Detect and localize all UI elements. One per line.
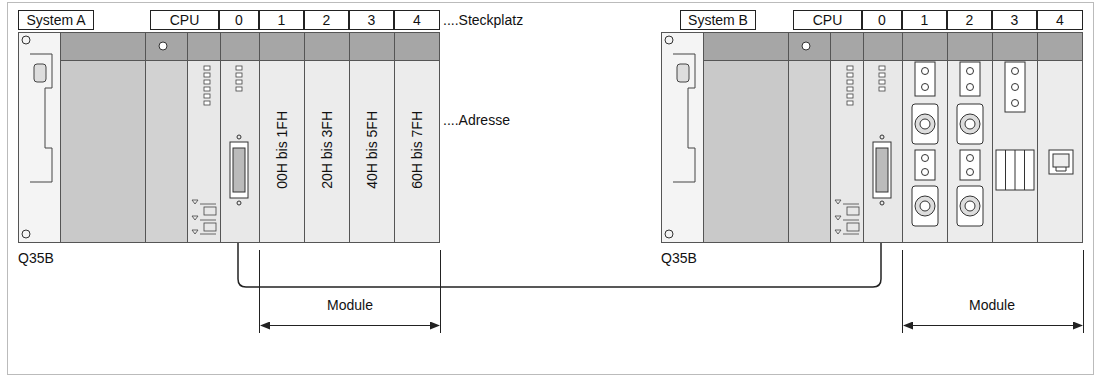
slot-header-text: 1 bbox=[278, 12, 286, 28]
slot-header-text: 1 bbox=[921, 12, 929, 28]
special-module-front bbox=[996, 62, 1034, 190]
io-module: 20H bis 3FH bbox=[304, 62, 349, 237]
system-label: System A bbox=[18, 10, 94, 30]
bracket-label: Module bbox=[969, 297, 1015, 313]
io-module-front bbox=[957, 62, 983, 226]
slot-header-text: 4 bbox=[1056, 12, 1064, 28]
address-range: 40H bis 5FH bbox=[364, 111, 380, 189]
slot-header: CPU bbox=[150, 10, 219, 30]
address-range: 60H bis 7FH bbox=[409, 111, 425, 189]
base-unit: Q35B bbox=[661, 32, 1083, 243]
slot-header: 4 bbox=[1037, 10, 1083, 30]
address-range: 00H bis 1FH bbox=[274, 111, 290, 189]
base-rack bbox=[19, 33, 440, 243]
system-label: System B bbox=[680, 10, 756, 30]
io-module: 40H bis 5FH bbox=[349, 62, 394, 237]
model-name: Q35B bbox=[18, 250, 54, 266]
slot-header-text: CPU bbox=[170, 12, 200, 28]
slot-header: 2 bbox=[304, 10, 349, 30]
base-rack bbox=[662, 33, 1083, 243]
slot-header: 3 bbox=[992, 10, 1037, 30]
slot-header-text: CPU bbox=[813, 12, 843, 28]
slot-header-text: 3 bbox=[1011, 12, 1019, 28]
slot-header-text: 3 bbox=[368, 12, 376, 28]
module-bracket bbox=[260, 250, 1084, 333]
io-module: 60H bis 7FH bbox=[394, 62, 439, 237]
slot-header: 0 bbox=[219, 10, 259, 30]
slot-header: 0 bbox=[862, 10, 902, 30]
slot-header-text: 0 bbox=[878, 12, 886, 28]
slot-header: 4 bbox=[394, 10, 440, 30]
slot-header: 1 bbox=[259, 10, 304, 30]
system-label-text: System A bbox=[26, 12, 85, 28]
io-module-front bbox=[912, 62, 938, 226]
slot-header: 3 bbox=[349, 10, 394, 30]
slot-header-text: 2 bbox=[323, 12, 331, 28]
slot-header: 2 bbox=[947, 10, 992, 30]
address-range: 20H bis 3FH bbox=[319, 111, 335, 189]
slot-header: CPU bbox=[793, 10, 862, 30]
io-module: 00H bis 1FH bbox=[259, 62, 304, 237]
extension-cable bbox=[238, 243, 881, 287]
slot-header-text: 4 bbox=[413, 12, 421, 28]
slot-header: 1 bbox=[902, 10, 947, 30]
slot-header-text: 2 bbox=[966, 12, 974, 28]
frame bbox=[8, 3, 1094, 375]
network-module-front bbox=[1049, 150, 1073, 174]
row-legend-text: ....Steckplatz bbox=[443, 12, 523, 28]
slot-header-text: 0 bbox=[235, 12, 243, 28]
model-name: Q35B bbox=[661, 250, 697, 266]
row-legend-text: ....Adresse bbox=[443, 112, 510, 128]
bracket-label: Module bbox=[327, 297, 373, 313]
system-label-text: System B bbox=[688, 12, 748, 28]
base-unit: Q35B00H bis 1FH20H bis 3FH40H bis 5FH60H… bbox=[18, 32, 440, 243]
